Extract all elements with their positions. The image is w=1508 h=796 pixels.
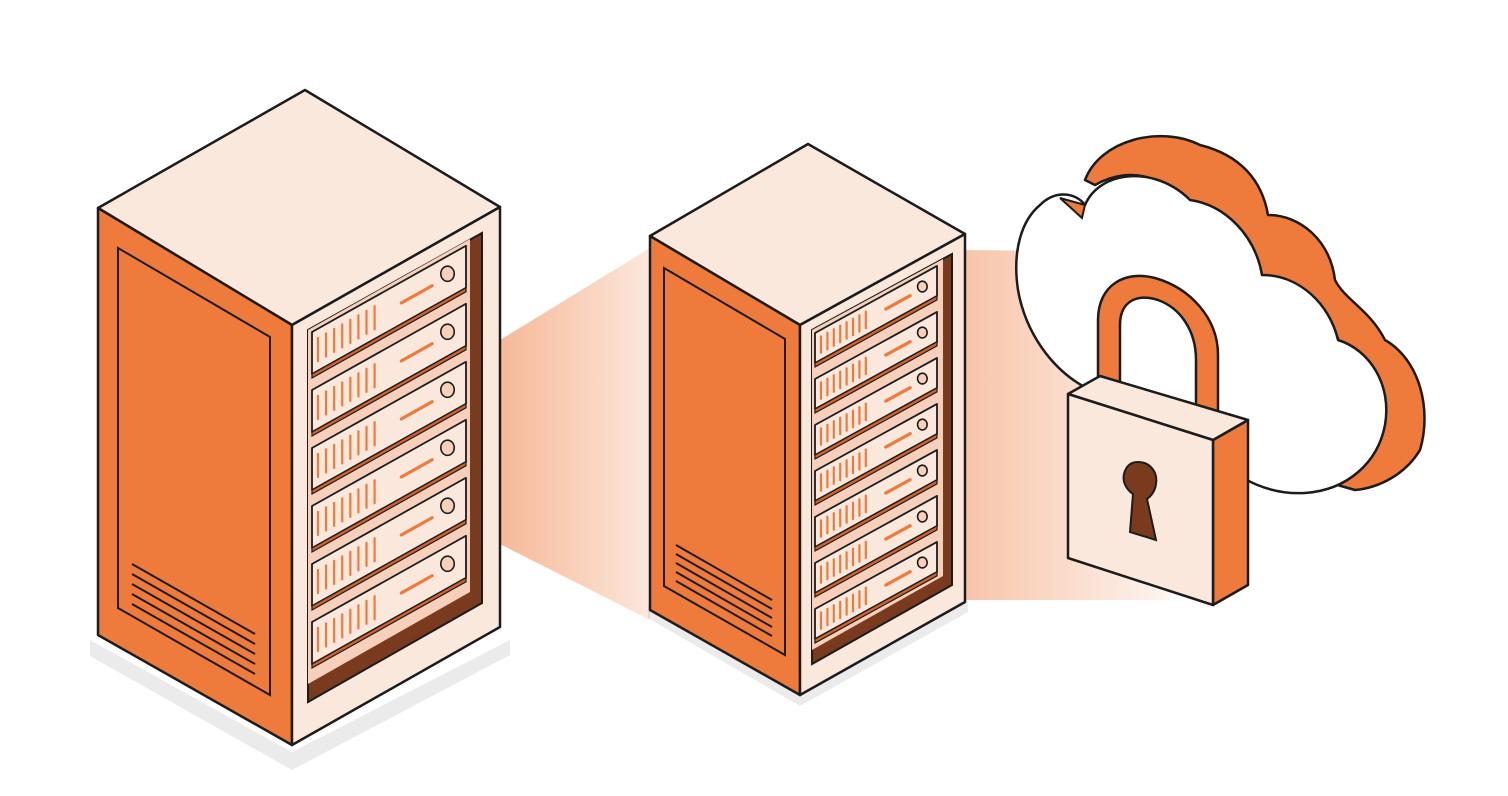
rack-large-unit-status-light (439, 323, 456, 341)
rack-large-units (311, 244, 467, 670)
rack-large-side-panel (117, 246, 271, 697)
rack-small-unit-indicator (884, 294, 912, 311)
rack-small-side-panel (663, 266, 786, 657)
rack-small-unit-lip (814, 524, 938, 599)
rack-large-unit (311, 244, 467, 380)
rack-large-unit (311, 360, 467, 496)
rack-small-unit-indicator (884, 570, 912, 587)
cloud-notch (1059, 197, 1087, 220)
rack-small-unit-status-light (916, 464, 928, 477)
beam-rack-to-rack (492, 248, 650, 620)
rack-small-unit-status-light (916, 418, 928, 431)
rack-small-unit-indicator (884, 524, 912, 541)
rack-large-unit-indicator (399, 342, 434, 363)
rack-large-unit-status-light (439, 555, 456, 573)
rack-large-unit (311, 302, 467, 438)
rack-large-unit-indicator (399, 284, 434, 305)
rack-small-unit-status-light (916, 372, 928, 385)
rack-small-shadow (648, 600, 968, 706)
rack-small-unit (814, 403, 938, 507)
rack-large-unit-status-light (439, 497, 456, 515)
rack-large-unit-lip (311, 344, 467, 438)
rack-large-unit (311, 418, 467, 554)
rack-small-unit-lip (814, 294, 938, 369)
rack-large-unit-indicator (399, 458, 434, 479)
rack-small-unit (814, 265, 938, 369)
rack-large-unit (311, 476, 467, 612)
rack-large-unit-lip (311, 518, 467, 612)
keyhole-icon (1122, 460, 1158, 542)
rack-large-unit-status-light (439, 381, 456, 399)
rack-large-unit (311, 534, 467, 670)
rack-small-unit-status-light (916, 556, 928, 569)
padlock-icon (1066, 274, 1250, 607)
rack-small-unit (814, 495, 938, 599)
rack-small-unit-indicator (884, 386, 912, 403)
rack-small-unit-lip (814, 340, 938, 415)
padlock-body-side (1211, 418, 1250, 607)
rack-large-vents (131, 563, 256, 675)
rack-small-unit-indicator (884, 478, 912, 495)
rack-small-unit-status-light (916, 510, 928, 523)
rack-small-unit-lip (814, 386, 938, 461)
rack-large-unit-status-light (439, 439, 456, 457)
rack-large-unit-lip (311, 460, 467, 554)
rack-small-unit (814, 357, 938, 461)
rack-small-unit (814, 449, 938, 553)
rack-large-unit-indicator (399, 400, 434, 421)
rack-small-unit-lip (814, 432, 938, 507)
server-rack-small (648, 142, 967, 697)
rack-small-unit-indicator (884, 432, 912, 449)
rack-large-unit-lip (311, 402, 467, 496)
rack-small-vents (675, 544, 773, 637)
rack-small-unit-indicator (884, 340, 912, 357)
rack-large-unit-lip (311, 576, 467, 670)
rack-large-unit-indicator (399, 516, 434, 537)
padlock-shackle (1096, 274, 1220, 442)
rack-large-unit-lip (311, 286, 467, 380)
rack-small-unit-status-light (916, 326, 928, 339)
rack-small-unit-lip (814, 570, 938, 645)
rack-small-unit-lip (814, 478, 938, 553)
server-rack-large (96, 88, 502, 747)
rack-small-unit (814, 311, 938, 415)
rack-small-unit (814, 541, 938, 645)
rack-large-unit-status-light (439, 265, 456, 283)
rack-small-unit-status-light (916, 280, 928, 293)
rack-small-units (814, 265, 938, 645)
rack-large-unit-indicator (399, 574, 434, 595)
